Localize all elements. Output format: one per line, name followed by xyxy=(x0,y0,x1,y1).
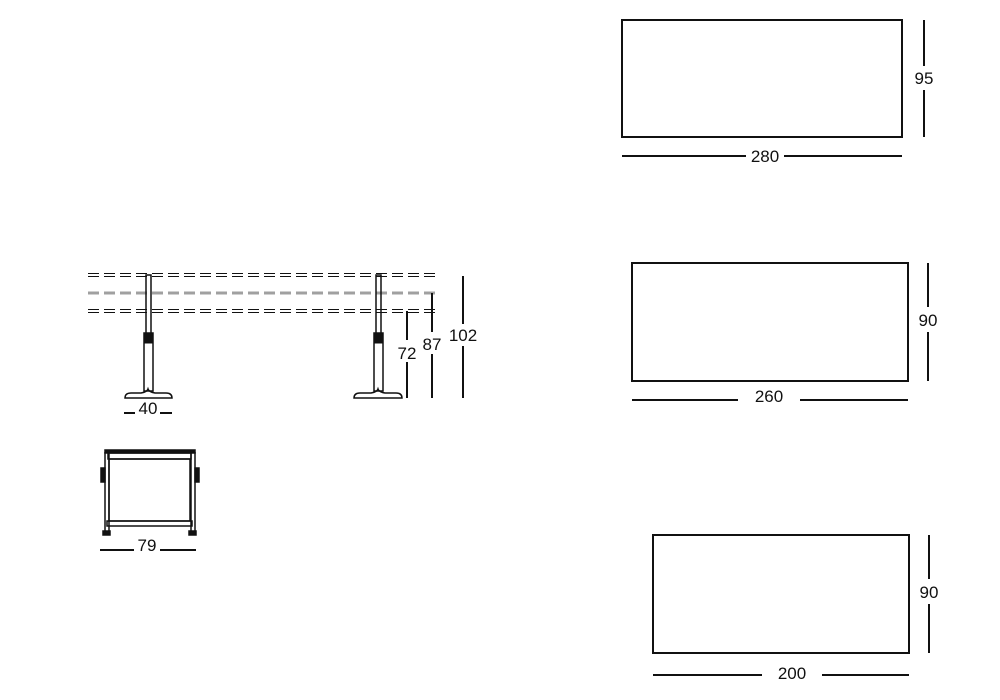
foot-width-label: 40 xyxy=(139,399,158,418)
front-view xyxy=(100,449,200,551)
top-280-width-label: 280 xyxy=(751,147,779,166)
table-leg-right xyxy=(353,274,403,399)
top-260-depth-label: 90 xyxy=(919,311,938,330)
height-position-lines xyxy=(88,273,438,313)
table-top-200 xyxy=(652,534,930,676)
table-top-280 xyxy=(621,19,925,157)
side-view xyxy=(88,273,464,414)
top-260-width-label: 260 xyxy=(755,387,783,406)
height-dimension-lines xyxy=(124,276,464,414)
height-high-label: 102 xyxy=(449,326,477,345)
top-200-width-label: 200 xyxy=(778,664,806,683)
top-280-depth-label: 95 xyxy=(915,69,934,88)
top-200-depth-label: 90 xyxy=(920,583,939,602)
table-top-260 xyxy=(631,262,929,401)
depth-label: 79 xyxy=(138,536,157,555)
table-leg-left xyxy=(124,274,173,399)
height-low-label: 72 xyxy=(398,344,417,363)
height-mid-label: 87 xyxy=(423,335,442,354)
